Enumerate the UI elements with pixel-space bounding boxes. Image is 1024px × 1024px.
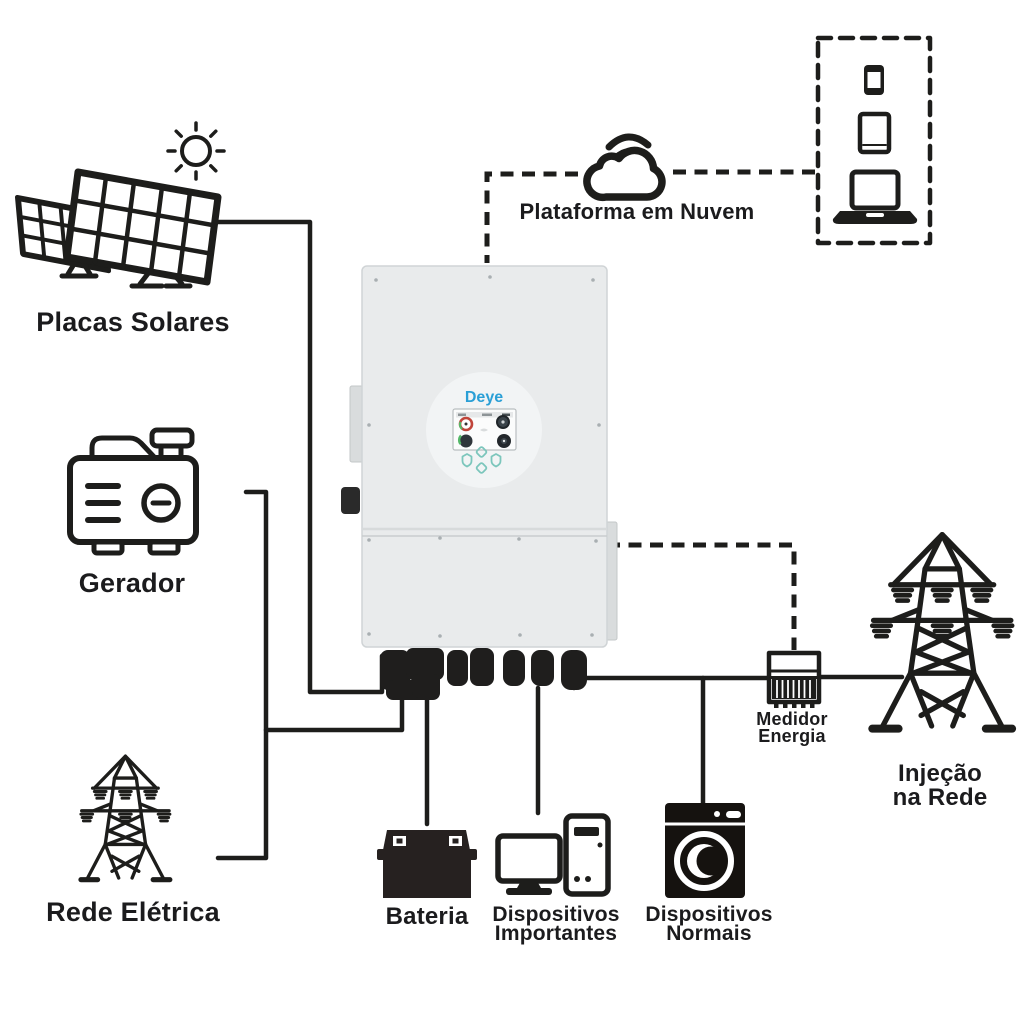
- dashed-inverter-to-meter: [607, 542, 797, 650]
- label-bateria: Bateria: [385, 903, 469, 930]
- label-plataforma-nuvem: Plataforma em Nuvem: [519, 199, 755, 224]
- solar-panels-icon: [14, 168, 222, 289]
- inverter-connectors: [380, 648, 587, 700]
- battery-icon: [377, 830, 477, 898]
- label-gerador: Gerador: [78, 568, 186, 598]
- injection-tower-icon: [872, 535, 1012, 729]
- label-medidor-energia: Medidor Energia: [756, 709, 828, 746]
- label-placas-solares: Placas Solares: [36, 307, 230, 337]
- label-dispositivos-normais: Dispositivos Normais: [645, 903, 773, 945]
- label-dispositivos-importantes: Dispositivos Importantes: [492, 903, 620, 945]
- devices-box: [815, 35, 933, 246]
- generator-icon: [67, 427, 199, 556]
- cloud-platform-icon: [583, 133, 666, 202]
- tablet-icon: [857, 111, 892, 155]
- smartphone-icon: [864, 65, 884, 95]
- label-injecao-na-rede: Injeção na Rede: [892, 760, 988, 811]
- inverter-touch-buttons: [461, 446, 502, 474]
- label-rede-eletrica: Rede Elétrica: [46, 897, 220, 927]
- laptop-icon: [832, 169, 918, 224]
- grid-tower-icon: [81, 756, 170, 879]
- energy-meter-icon: [766, 650, 822, 708]
- line-inverter-to-meter: [571, 675, 772, 691]
- line-generator-to-grid: [215, 489, 269, 861]
- inverter-brand-logo: Deye: [465, 389, 503, 406]
- inverter-display: [452, 408, 517, 451]
- line-grid-branch-to-inverter: [263, 691, 405, 733]
- washing-machine-icon: [665, 803, 745, 898]
- sun-icon: [166, 121, 226, 181]
- inverter: Deye: [341, 265, 618, 700]
- screws: [367, 275, 601, 638]
- computer-icon: [495, 813, 611, 897]
- dashed-cloud-to-inverter: [484, 171, 578, 263]
